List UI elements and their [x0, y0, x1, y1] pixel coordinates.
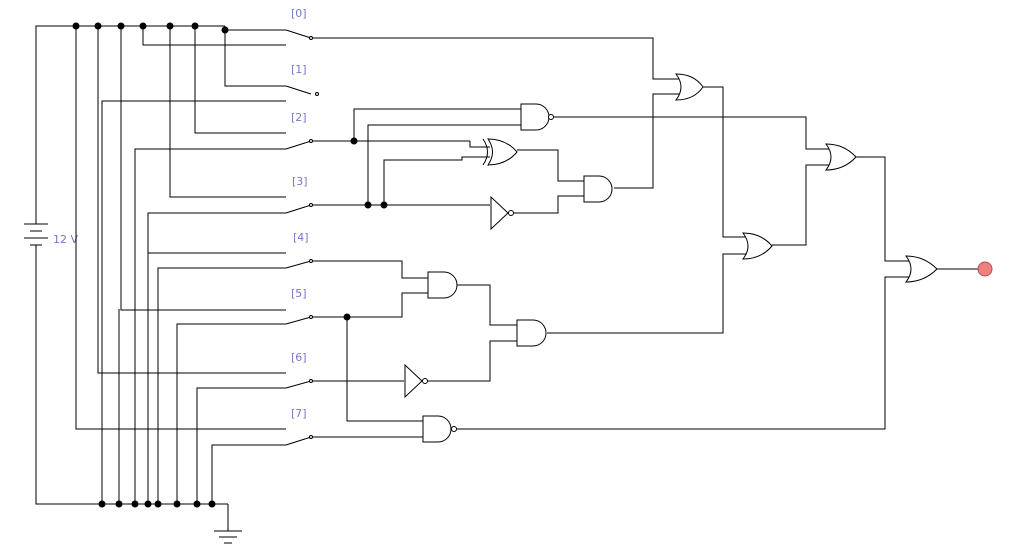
switch-label-0: [0]: [291, 7, 307, 20]
switch-0[interactable]: [285, 29, 313, 40]
switch-2[interactable]: [285, 139, 313, 150]
switch-1[interactable]: [285, 85, 319, 96]
switch-3[interactable]: [285, 203, 313, 214]
switch-label-4: [4]: [293, 231, 309, 244]
switch-label-1: [1]: [291, 63, 307, 76]
or-gate-3: [824, 143, 857, 171]
switch-label-2: [2]: [291, 111, 307, 124]
battery-label: 12 V: [53, 233, 78, 246]
or-gate-final: [904, 255, 938, 283]
led-indicator: [977, 261, 993, 277]
xor-gate: [482, 138, 518, 166]
ground-icon: [214, 504, 242, 544]
and-gate-45: [427, 271, 458, 299]
switch-4[interactable]: [285, 259, 313, 269]
switch-7[interactable]: [285, 435, 313, 446]
switch-5[interactable]: [285, 315, 313, 325]
and-gate-low: [516, 319, 547, 347]
junction-dots: [72, 22, 388, 508]
switch-feed-wires: [75, 26, 286, 504]
not-gate-top: [490, 195, 514, 231]
and-gate-mid: [583, 175, 613, 203]
switch-label-7: [7]: [291, 407, 307, 420]
or-gate-2: [741, 232, 773, 260]
switch-label-3: [3]: [292, 175, 308, 188]
and-gate-57: [422, 415, 457, 443]
switch-6[interactable]: [285, 379, 313, 389]
battery: [24, 25, 102, 505]
not-gate-bottom: [404, 363, 428, 399]
and-gate-top: [520, 103, 554, 131]
switch-label-6: [6]: [291, 351, 307, 364]
logic-wires: [313, 37, 978, 438]
or-gate-1: [674, 73, 704, 101]
switch-label-5: [5]: [291, 287, 307, 300]
